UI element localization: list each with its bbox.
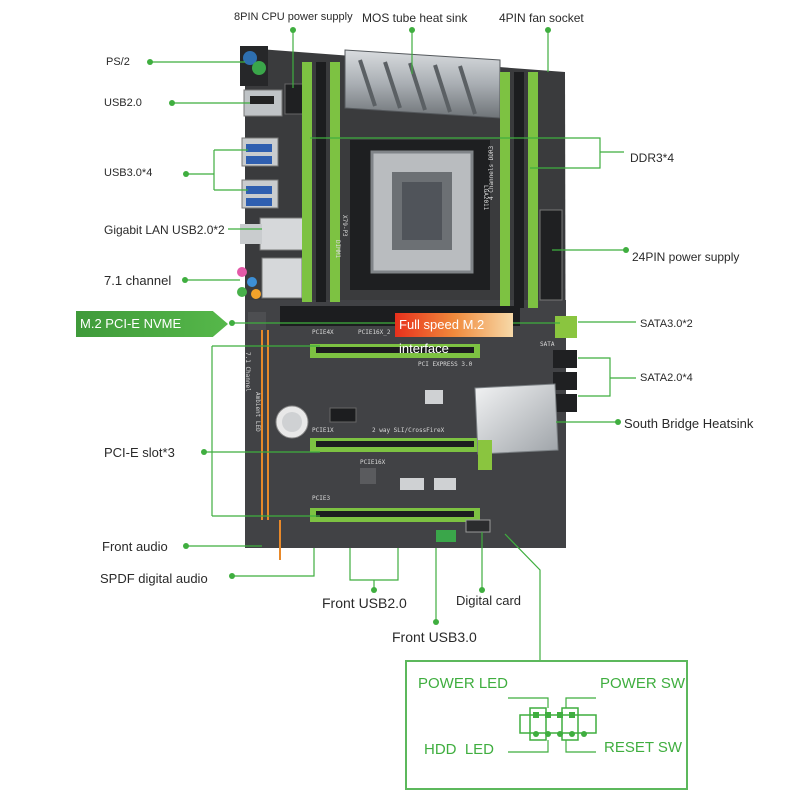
audio-jacks <box>237 267 247 277</box>
label-sata2: SATA2.0*4 <box>640 372 693 384</box>
label-ps2: PS/2 <box>106 56 130 68</box>
label-front-audio: Front audio <box>102 539 168 554</box>
silk-socket: LGA2011 <box>482 185 489 211</box>
label-front-usb2: Front USB2.0 <box>322 595 407 611</box>
label-sata3: SATA3.0*2 <box>640 318 693 330</box>
silk-sata: SATA <box>540 341 555 348</box>
label-front-usb3: Front USB3.0 <box>392 629 477 645</box>
silk-pcie3: PCIE3 <box>312 495 330 502</box>
rear-io-panel <box>237 46 305 299</box>
panel-label-power-sw: POWER SW <box>600 675 685 692</box>
label-usb30: USB3.0*4 <box>104 167 153 179</box>
mos-heatsink <box>344 49 501 119</box>
label-ddr3: DDR3*4 <box>630 151 675 165</box>
atx-24pin-connector <box>539 209 563 301</box>
label-usb20: USB2.0 <box>104 97 142 109</box>
label-24pin-power: 24PIN power supply <box>632 250 740 264</box>
ps2-port <box>243 51 257 65</box>
silk-pcie16x: PCIE16X <box>360 459 386 466</box>
silk-memory: 4 Channels DDR3 <box>488 145 495 200</box>
pcie-slots <box>310 344 480 522</box>
label-south-bridge: South Bridge Heatsink <box>624 416 754 431</box>
silk-express: PCI EXPRESS 3.0 <box>418 361 473 368</box>
silk-sli: 2 way SLI/CrossFireX <box>372 427 445 434</box>
panel-label-power-led: POWER LED <box>418 675 509 692</box>
label-lan: Gigabit LAN USB2.0*2 <box>104 223 225 237</box>
callout-dots <box>147 27 629 625</box>
label-m2-nvme: M.2 PCI-E NVME <box>76 311 228 337</box>
label-digital-card: Digital card <box>456 593 522 608</box>
board-silkscreen: X79-P3 LGA2011 4 Channels DDR3 DIMM1 PCI… <box>244 145 555 502</box>
silk-pcie4x: PCIE4X <box>312 329 334 336</box>
silk-ch71: 7.1 Channel <box>244 352 251 392</box>
label-fan-socket: 4PIN fan socket <box>499 11 584 25</box>
panel-label-reset-sw: RESET SW <box>604 739 683 756</box>
label-71-channel: 7.1 channel <box>104 273 172 288</box>
ddr3-slots-left <box>302 62 340 302</box>
silk-model: X79-P3 <box>341 215 348 237</box>
ddr3-slots-right <box>500 72 538 308</box>
label-cpu-power: 8PIN CPU power supply <box>234 11 353 23</box>
sata-ports <box>553 316 577 412</box>
front-panel-pin-diagram <box>508 697 597 753</box>
lan-port <box>259 217 305 251</box>
label-spdf: SPDF digital audio <box>100 571 208 586</box>
silk-dimm: DIMM1 <box>334 240 341 258</box>
panel-label-hdd-led: HDD LED <box>424 741 495 758</box>
front-panel-box <box>405 660 688 790</box>
silk-pcie16x-2: PCIE16X_2 <box>358 329 391 336</box>
cpu-socket <box>350 140 490 290</box>
silk-ambient: Ambient LED <box>254 392 261 432</box>
south-bridge-heatsink <box>474 383 559 470</box>
silk-pcie1x: PCIE1X <box>312 427 334 434</box>
label-pcie-slot: PCI-E slot*3 <box>104 445 175 460</box>
label-m2-full-speed: Full speed M.2 interface <box>395 313 513 356</box>
label-mos-heatsink: MOS tube heat sink <box>362 11 468 25</box>
callout-lines <box>150 30 636 660</box>
board-components <box>248 312 491 560</box>
